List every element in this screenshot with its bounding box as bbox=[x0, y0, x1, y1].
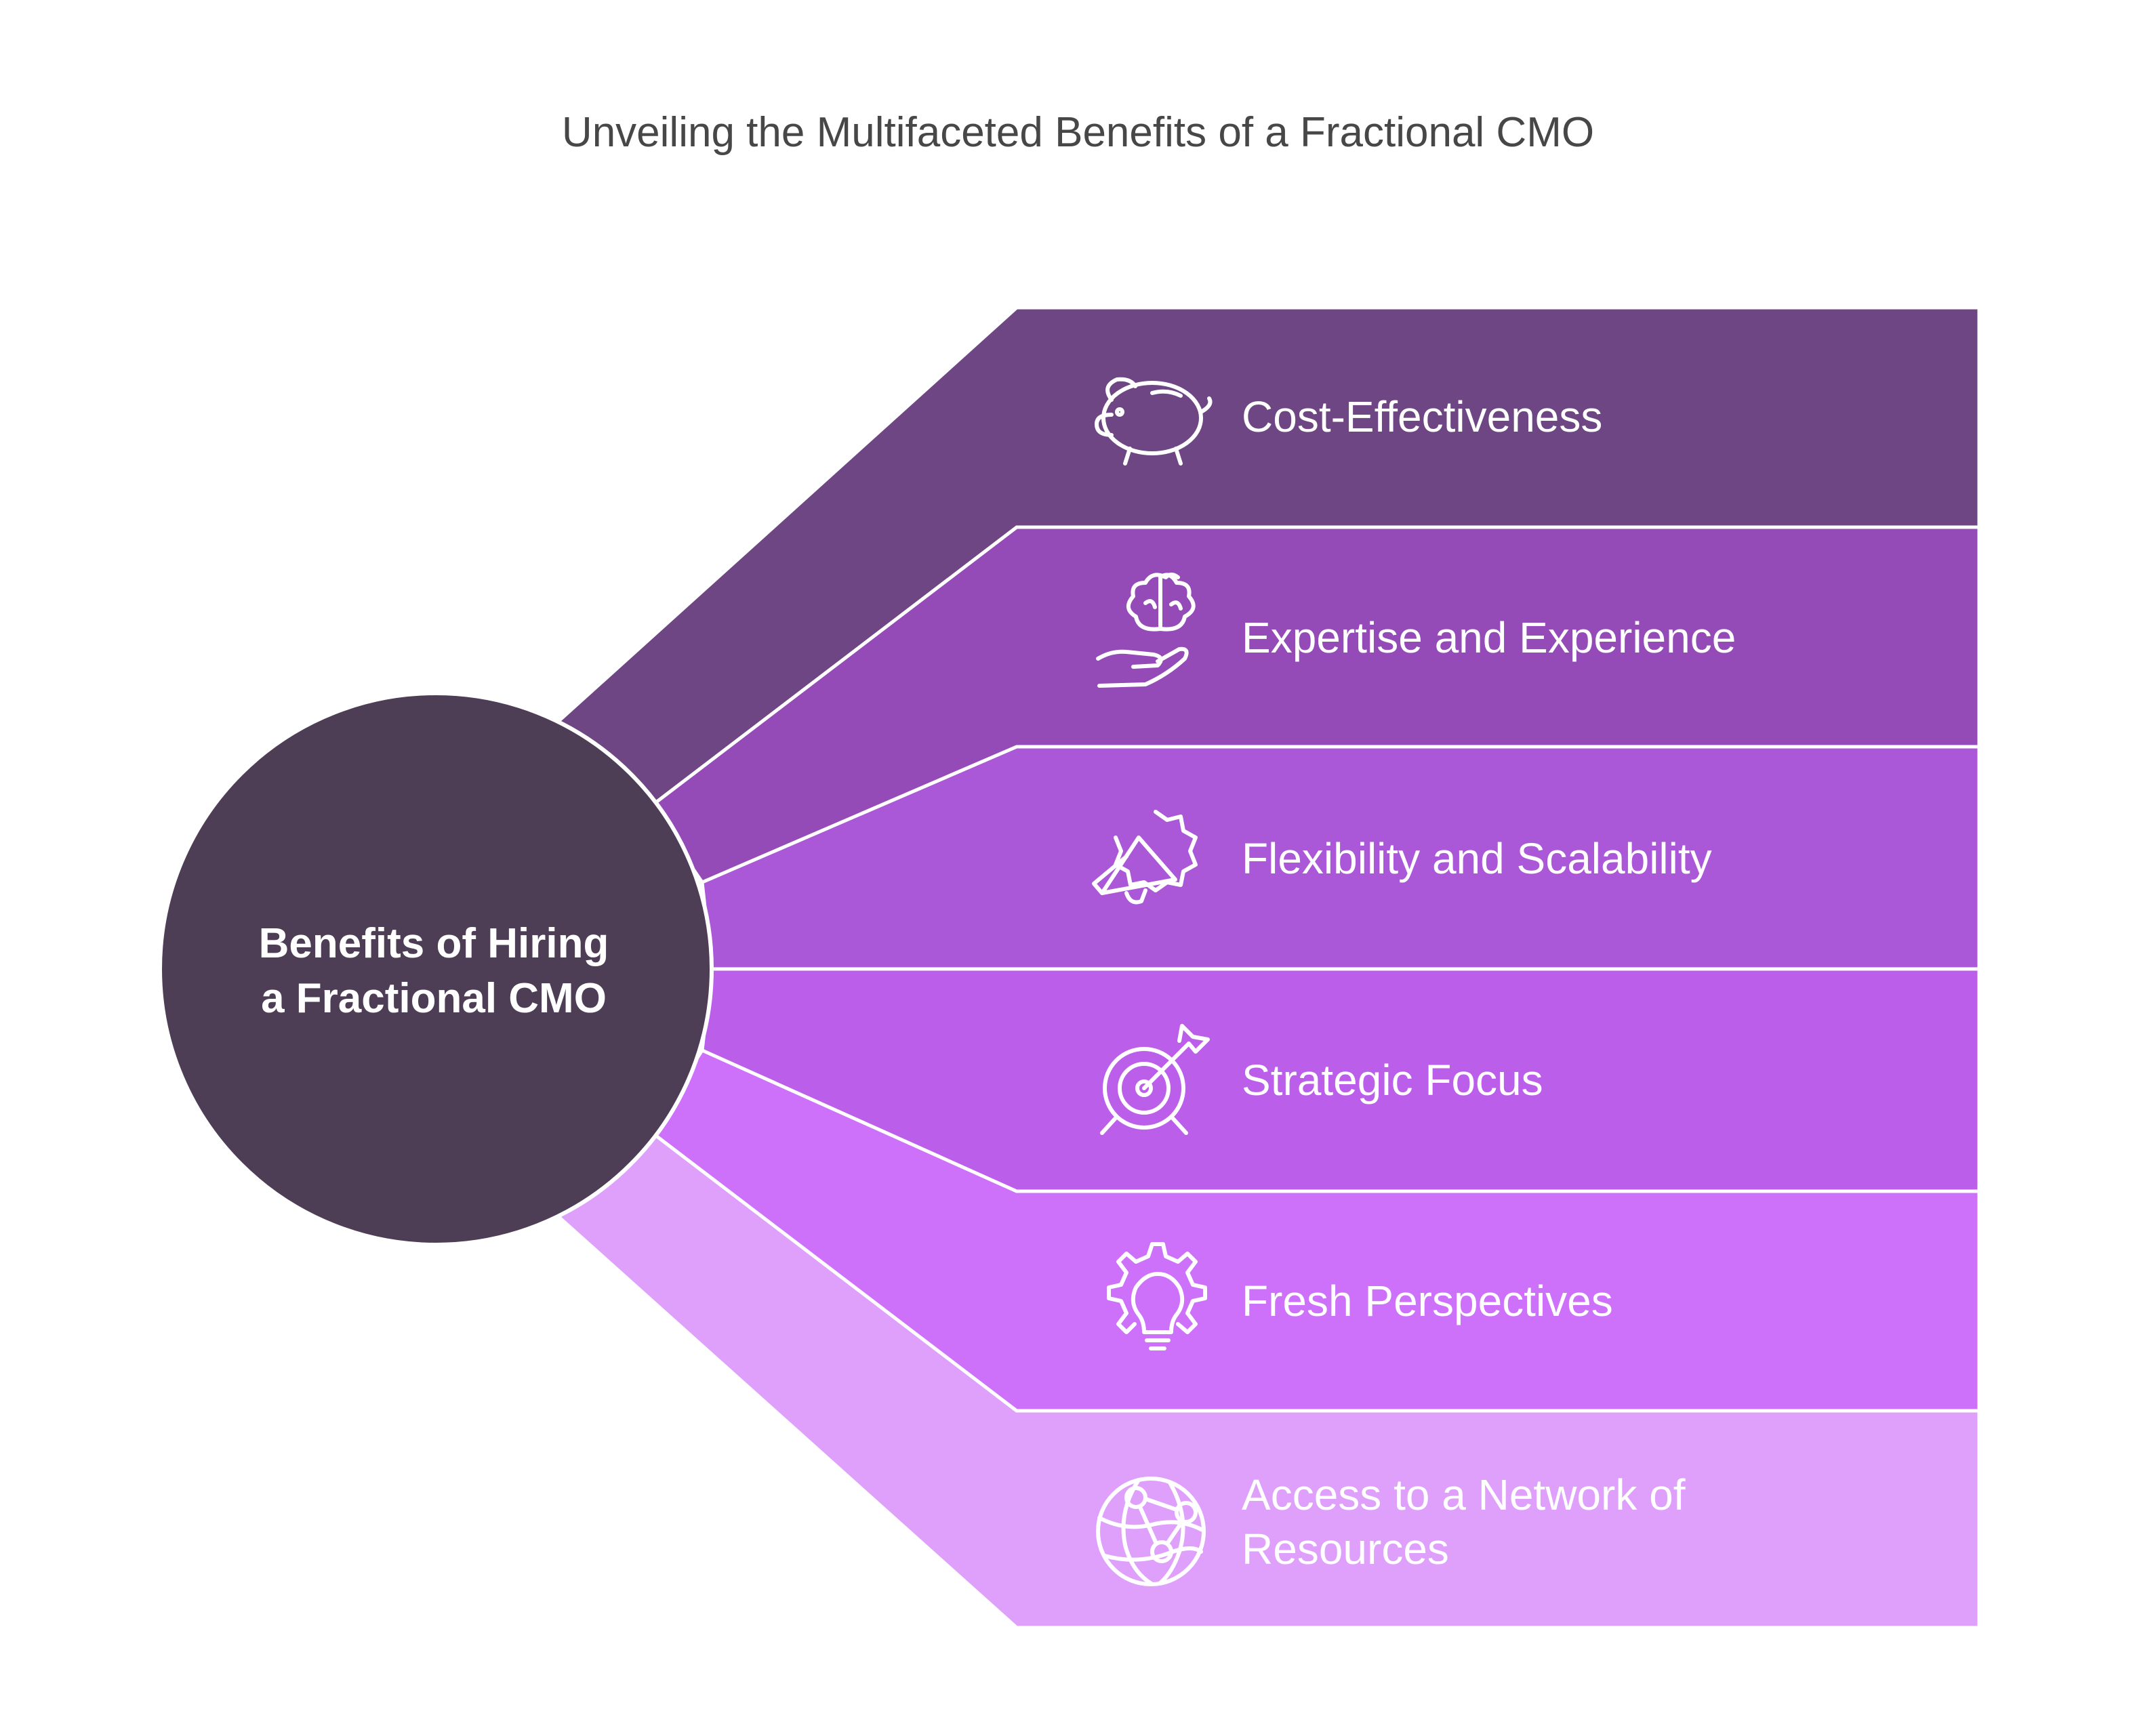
benefit-label-access-network: Access to a Network of bbox=[1242, 1470, 1686, 1519]
benefit-label-expertise-experience: Expertise and Experience bbox=[1242, 613, 1736, 662]
benefit-label-access-network-line2: Resources bbox=[1242, 1525, 1449, 1573]
globe-network-icon bbox=[1096, 1477, 1206, 1586]
hub-label-line2: a Fractional CMO bbox=[261, 975, 607, 1022]
hub-label-line1: Benefits of Hiring bbox=[259, 920, 609, 967]
benefit-label-flexibility-scalability: Flexibility and Scalability bbox=[1242, 834, 1712, 883]
piggy-bank-icon bbox=[1095, 377, 1213, 466]
benefit-label-fresh-perspectives: Fresh Perspectives bbox=[1242, 1277, 1613, 1325]
megaphone-badge-icon bbox=[1092, 810, 1198, 905]
page-title: Unveiling the Multifaceted Benefits of a… bbox=[561, 109, 1595, 156]
target-arrow-icon bbox=[1100, 1024, 1210, 1135]
brain-in-hand-icon bbox=[1096, 573, 1196, 688]
gear-lightbulb-icon bbox=[1107, 1242, 1207, 1350]
hub-circle bbox=[158, 691, 714, 1247]
benefit-label-cost-effectiveness: Cost-Effectiveness bbox=[1242, 392, 1602, 441]
benefit-label-strategic-focus: Strategic Focus bbox=[1242, 1056, 1543, 1105]
